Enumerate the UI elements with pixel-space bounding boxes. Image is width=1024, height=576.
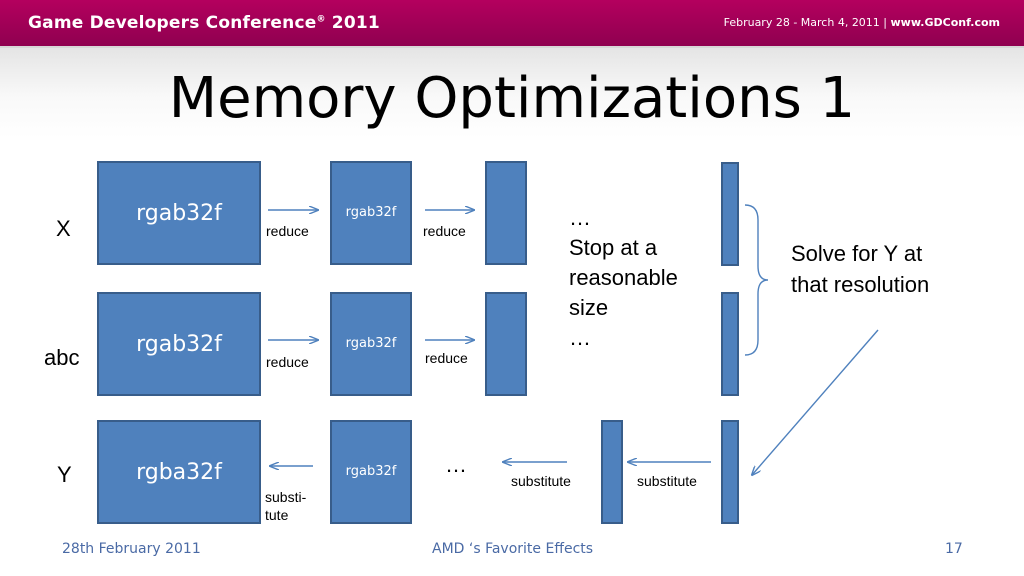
x-texture-quarter xyxy=(485,161,527,265)
row-label-x: X xyxy=(56,216,71,241)
abc-texture-half: rgab32f xyxy=(330,292,412,396)
y-substitute-left-line2: tute xyxy=(265,507,289,523)
resolution-bracket xyxy=(744,204,769,356)
row-label-y: Y xyxy=(57,462,72,487)
header-grey-band xyxy=(0,48,1024,138)
abc-texture-smallest xyxy=(721,292,739,396)
y-substitute-label-left: substi- tute xyxy=(265,488,306,524)
conference-header-bar: Game Developers Conference® 2011 Februar… xyxy=(0,0,1024,48)
conference-dates: February 28 - March 4, 2011 | www.GDConf… xyxy=(724,16,1000,29)
abc-texture-quarter xyxy=(485,292,527,396)
x-texture-full: rgab32f xyxy=(97,161,261,265)
conference-name: Game Developers Conference xyxy=(28,13,317,33)
y-substitute-left-line1: substi- xyxy=(265,489,307,505)
note-solve-line2: that resolution xyxy=(791,272,930,297)
x-texture-half: rgab32f xyxy=(330,161,412,265)
abc-texture-full: rgab32f xyxy=(97,292,261,396)
y-texture-half: rgab32f xyxy=(330,420,412,524)
conference-website: www.GDConf.com xyxy=(890,16,1000,29)
note-stop-line1: Stop at a xyxy=(569,235,658,260)
solve-note: Solve for Y at that resolution xyxy=(791,238,929,300)
x-reduce-label-1: reduce xyxy=(266,223,309,239)
footer-presentation-title: AMD ‘s Favorite Effects xyxy=(432,541,594,557)
y-texture-full: rgba32f xyxy=(97,420,261,524)
footer-page-number: 17 xyxy=(945,541,963,557)
note-ellipsis-top: … xyxy=(569,205,591,230)
y-texture-small xyxy=(601,420,623,524)
note-stop-line3: size xyxy=(569,295,609,320)
solve-diagonal-arrow xyxy=(752,329,879,475)
y-texture-smallest xyxy=(721,420,739,524)
x-reduce-label-2: reduce xyxy=(423,223,466,239)
x-texture-smallest xyxy=(721,162,739,266)
y-substitute-label-mid: substitute xyxy=(511,473,571,489)
note-ellipsis-bottom: … xyxy=(569,325,591,350)
footer-date: 28th February 2011 xyxy=(62,541,201,557)
conference-title: Game Developers Conference® 2011 xyxy=(28,13,380,33)
y-substitute-label-right: substitute xyxy=(637,473,697,489)
abc-reduce-label-2: reduce xyxy=(425,350,468,366)
note-solve-line1: Solve for Y at xyxy=(791,241,923,266)
registered-mark: ® xyxy=(316,14,326,25)
y-ellipsis: … xyxy=(445,452,467,477)
slide-title: Memory Optimizations 1 xyxy=(168,66,856,131)
conference-year: 2011 xyxy=(325,13,380,33)
conference-date-range: February 28 - March 4, 2011 | xyxy=(723,16,891,29)
note-stop-line2: reasonable xyxy=(569,265,678,290)
abc-reduce-label-1: reduce xyxy=(266,354,309,370)
stop-note: … Stop at a reasonable size … xyxy=(569,203,678,353)
row-label-abc: abc xyxy=(44,345,80,370)
